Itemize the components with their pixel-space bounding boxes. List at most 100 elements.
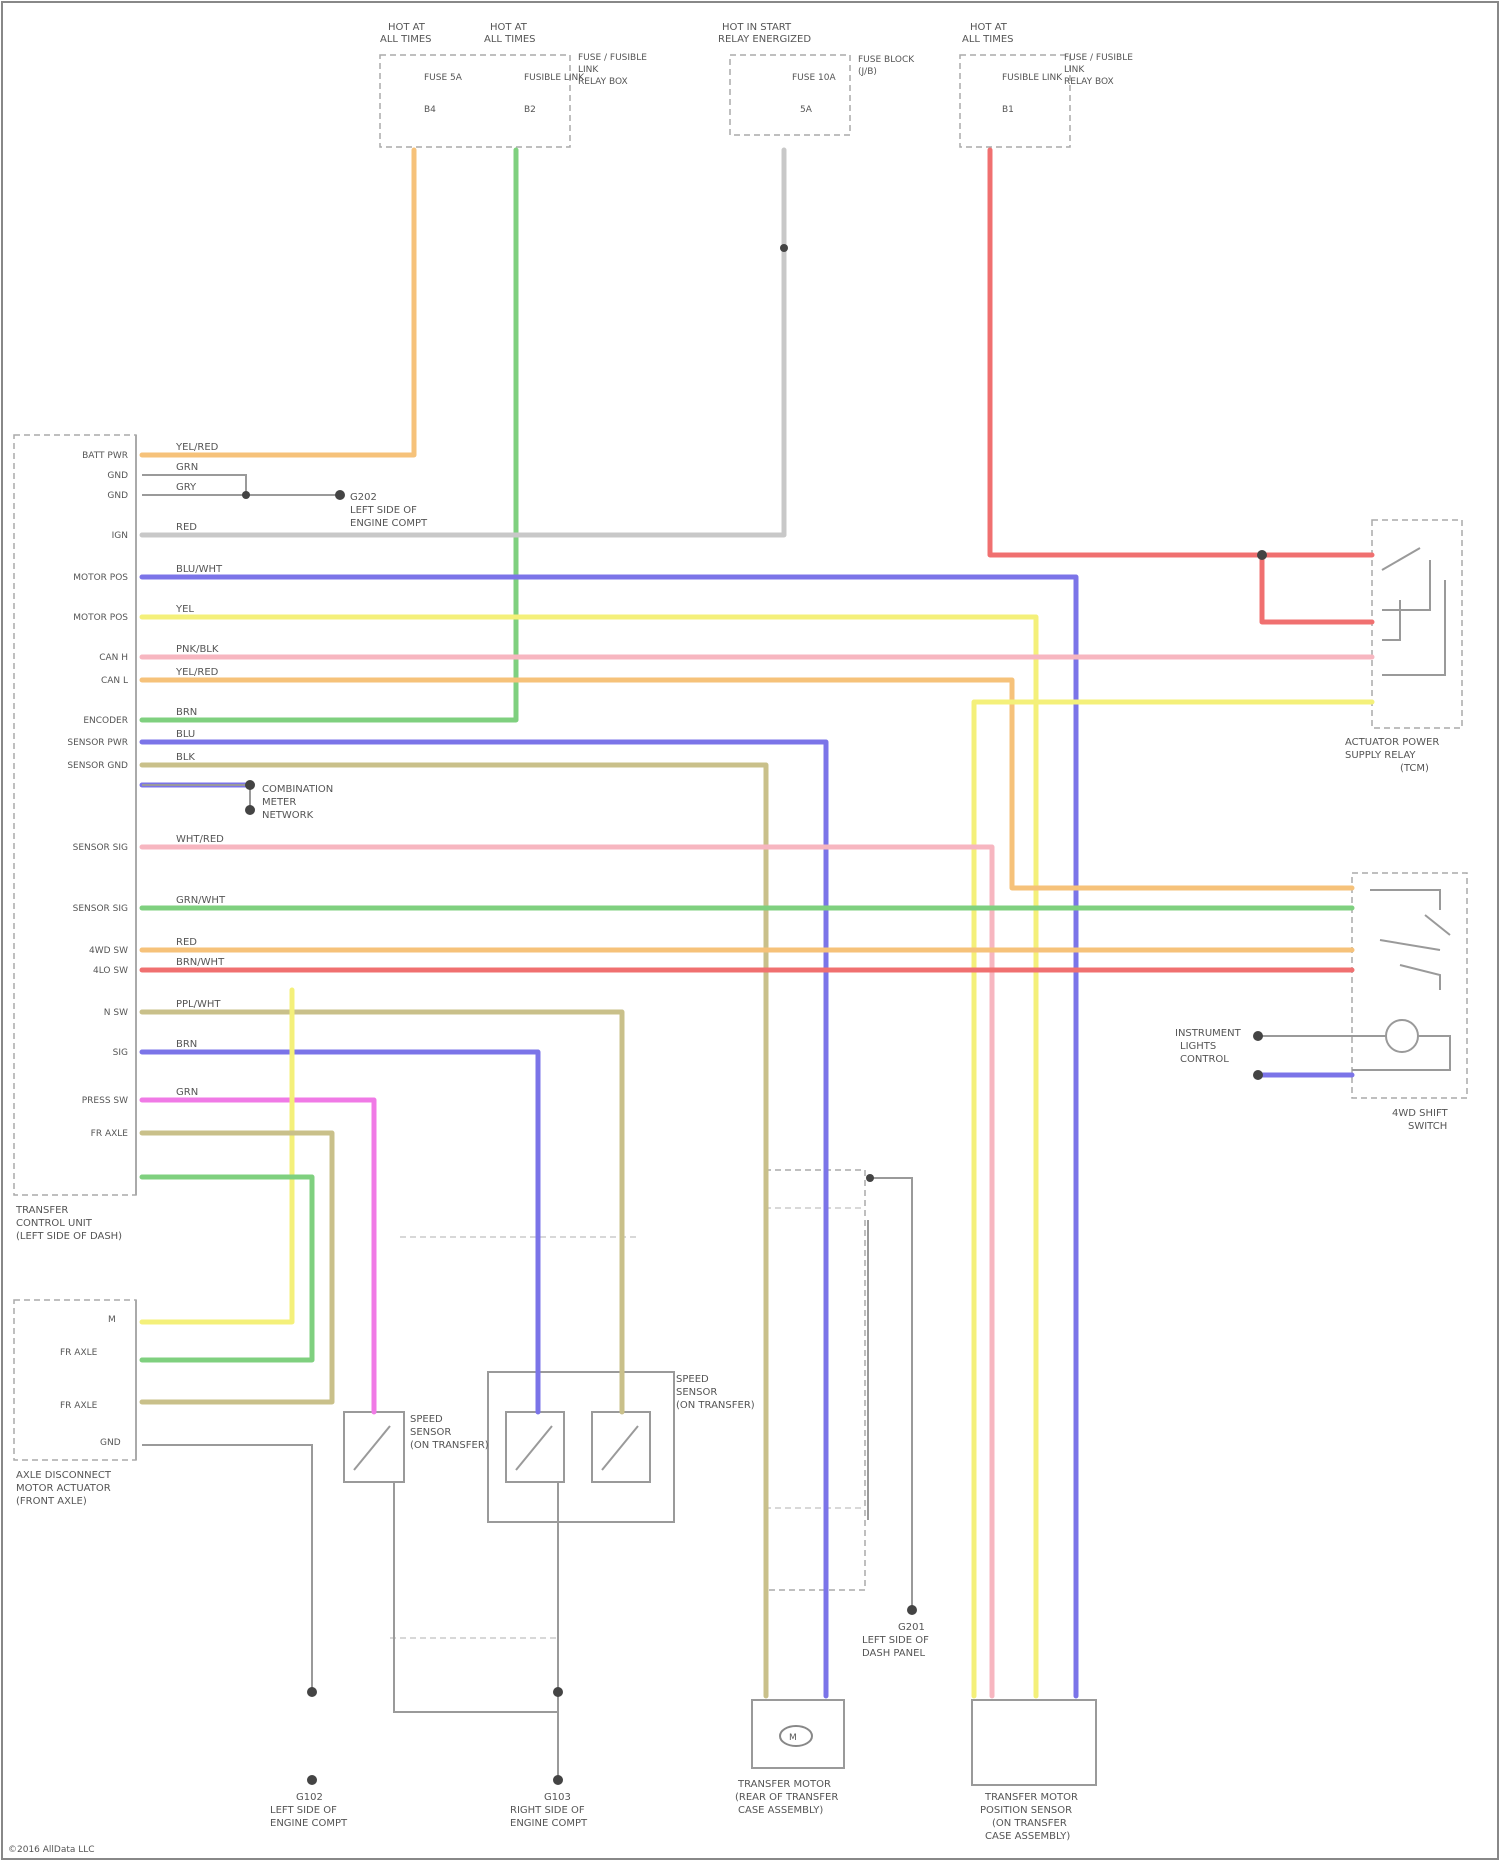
sensor2-label-3: (ON TRANSFER) — [676, 1400, 755, 1411]
module-pin-label: SENSOR GND — [67, 761, 128, 771]
module-pin-label: GND — [107, 471, 128, 481]
module-pin-label: GND — [107, 491, 128, 501]
motor-label-1: TRANSFER MOTOR — [737, 1779, 831, 1790]
fuse-box-2-fuse: FUSIBLE LINK — [524, 73, 585, 83]
svg-text:FR AXLE: FR AXLE — [60, 1401, 98, 1411]
module-pin-label: IGN — [112, 531, 128, 541]
ground-c-label-1: G202 — [350, 492, 377, 503]
encoder-label-1: TRANSFER MOTOR — [984, 1792, 1078, 1803]
shift-switch: 4WD SHIFT SWITCH INSTRUMENT LIGHTS CONTR… — [1175, 873, 1467, 1132]
wire-color-label: PPL/WHT — [176, 999, 221, 1010]
sensor1-label-3: (ON TRANSFER) — [410, 1440, 489, 1451]
relay-label-2: SUPPLY RELAY — [1345, 750, 1416, 761]
module-pin-label: SIG — [113, 1048, 128, 1058]
fuse-box-2-line2: ALL TIMES — [484, 34, 536, 45]
wire-green — [142, 1177, 312, 1360]
module-pin-label: MOTOR POS — [73, 573, 128, 583]
fuse-box-3: HOT IN START RELAY ENERGIZED FUSE 10A 5A… — [718, 22, 915, 135]
svg-text:B2: B2 — [524, 105, 536, 115]
wire-tan — [142, 765, 766, 1696]
wire-color-label: YEL/RED — [175, 442, 219, 453]
ground-a-label-3: ENGINE COMPT — [270, 1818, 348, 1829]
can-label-3: NETWORK — [262, 810, 314, 821]
switch-label-1: 4WD SHIFT — [1392, 1108, 1449, 1119]
illum-label-1: INSTRUMENT — [1175, 1028, 1242, 1039]
fuse-box-4-fuse: FUSIBLE LINK — [1002, 73, 1063, 83]
ground-d-label-3: DASH PANEL — [862, 1648, 925, 1659]
transfer-motor: M TRANSFER MOTOR (REAR OF TRANSFER CASE … — [735, 1700, 844, 1816]
module-pin-label: MOTOR POS — [73, 613, 128, 623]
relay-label-3: (TCM) — [1400, 763, 1429, 774]
footer-text: ©2016 AllData LLC — [8, 1845, 95, 1855]
fuse-box-4-side-3: RELAY BOX — [1064, 77, 1114, 87]
ground-wires — [142, 475, 1352, 1780]
control-module-label-2: CONTROL UNIT — [16, 1218, 93, 1229]
module-pin-label: CAN H — [99, 653, 128, 663]
encoder-label-4: CASE ASSEMBLY) — [985, 1831, 1070, 1842]
encoder-label-3: (ON TRANSFER — [992, 1818, 1067, 1829]
ground-b-label-1: G103 — [544, 1792, 571, 1803]
wire-color-label: RED — [176, 937, 197, 948]
module-pin-label: FR AXLE — [91, 1129, 129, 1139]
wire-color-label: BRN — [176, 707, 197, 718]
wire-color-label: PNK/BLK — [176, 644, 219, 655]
module-pin-label: N SW — [104, 1008, 128, 1018]
fuse-box-1-side-3: RELAY BOX — [578, 77, 628, 87]
wire-tan — [142, 1012, 622, 1412]
ground-c-label-3: ENGINE COMPT — [350, 518, 428, 529]
can-label-1: COMBINATION — [262, 784, 333, 795]
fuse-box-3-line2: RELAY ENERGIZED — [718, 34, 811, 45]
ground-a-label-1: G102 — [296, 1792, 323, 1803]
sensor2-label-1: SPEED — [676, 1374, 709, 1385]
fuse-box-4-line2: ALL TIMES — [962, 34, 1014, 45]
svg-text:B1: B1 — [1002, 105, 1014, 115]
svg-text:M: M — [789, 1733, 797, 1743]
fuse-box-3-fuse: FUSE 10A — [792, 73, 836, 83]
wire-color-label: GRY — [176, 482, 197, 493]
sensor1-label-1: SPEED — [410, 1414, 443, 1425]
speed-sensors: SPEED SENSOR (ON TRANSFER) SPEED SENSOR … — [344, 1372, 755, 1522]
fuse-box-1-line2: ALL TIMES — [380, 34, 432, 45]
ground-b-label-3: ENGINE COMPT — [510, 1818, 588, 1829]
switch-label-2: SWITCH — [1408, 1121, 1447, 1132]
control-module-label-1: TRANSFER — [15, 1205, 68, 1216]
wires — [142, 150, 1372, 1696]
motor-label-3: CASE ASSEMBLY) — [738, 1805, 823, 1816]
ground-c-label-2: LEFT SIDE OF — [350, 505, 417, 516]
fuse-box-4-side-2: LINK — [1064, 65, 1085, 75]
fuse-box-3-side-1: FUSE BLOCK — [858, 55, 915, 65]
axle-actuator-label-3: (FRONT AXLE) — [16, 1496, 87, 1507]
axle-actuator-label-1: AXLE DISCONNECT — [16, 1470, 112, 1481]
module-pin-label: SENSOR PWR — [67, 738, 128, 748]
fuse-box-3-side-2: (J/B) — [858, 67, 877, 77]
wire-labels: YEL/REDGRNGRYREDBLU/WHTYELPNK/BLKYEL/RED… — [175, 442, 226, 1098]
svg-text:5A: 5A — [800, 105, 813, 115]
fuse-box-4-line1: HOT AT — [970, 22, 1008, 33]
sensor2-label-2: SENSOR — [676, 1387, 717, 1398]
wire-color-label: RED — [176, 522, 197, 533]
svg-text:GND: GND — [100, 1438, 121, 1448]
ground-labels: G202 LEFT SIDE OF ENGINE COMPT COMBINATI… — [262, 492, 929, 1829]
wire-color-label: GRN — [176, 1087, 198, 1098]
ground-b-label-2: RIGHT SIDE OF — [510, 1805, 585, 1816]
axle-actuator-label-2: MOTOR ACTUATOR — [16, 1483, 111, 1494]
wire-color-label: BLU/WHT — [176, 564, 223, 575]
wire-color-label: YEL/RED — [175, 667, 219, 678]
wire-color-label: BRN — [176, 1039, 197, 1050]
wire-color-label: BLU — [176, 729, 195, 740]
module-pin-label: 4WD SW — [89, 946, 128, 956]
wire-blue — [142, 577, 1076, 1696]
wire-color-label: BRN/WHT — [176, 957, 225, 968]
ground-d-label-2: LEFT SIDE OF — [862, 1635, 929, 1646]
wire-orange — [142, 150, 414, 455]
fuse-box-1-line1: HOT AT — [388, 22, 426, 33]
fuse-box-4-side-1: FUSE / FUSIBLE — [1064, 53, 1133, 63]
fuse-box-1-fuse: FUSE 5A — [424, 73, 463, 83]
module-pin-label: PRESS SW — [82, 1096, 128, 1106]
svg-text:M: M — [108, 1315, 116, 1325]
fuse-box-4: HOT AT ALL TIMES FUSIBLE LINK B1 FUSE / … — [960, 22, 1133, 147]
power-supply-relay: ACTUATOR POWER SUPPLY RELAY (TCM) — [1345, 520, 1462, 774]
wire-red — [990, 150, 1372, 622]
control-module-label-3: (LEFT SIDE OF DASH) — [16, 1231, 122, 1242]
wire-blue — [142, 742, 826, 1696]
